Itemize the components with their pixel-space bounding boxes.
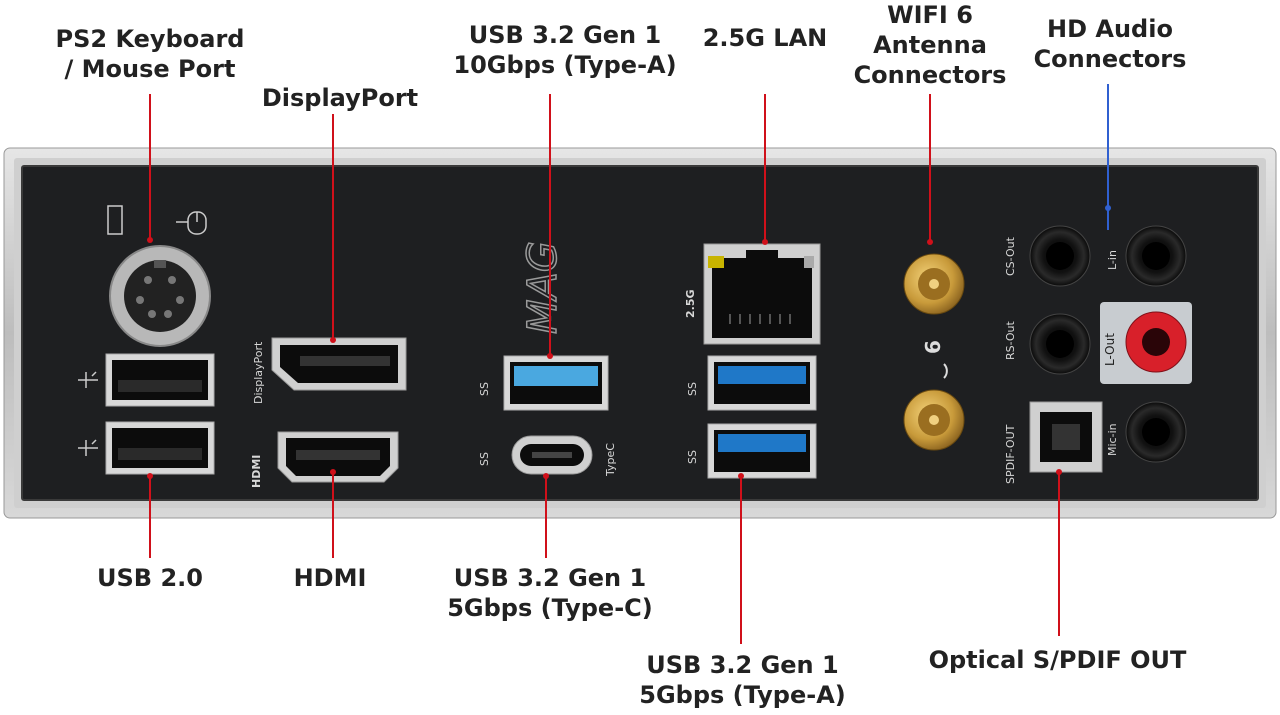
label-audio: HD Audio Connectors [1020, 14, 1200, 74]
cs-out-text: CS-Out [1004, 236, 1017, 276]
lan-speed-text: 2.5G [684, 289, 697, 318]
optical-spdif-port [1029, 401, 1103, 473]
leader-audio [1107, 84, 1109, 230]
label-wifi-line2: Antenna [873, 31, 987, 59]
label-displayport: DisplayPort [261, 84, 419, 112]
audio-jack-mic-in [1125, 401, 1187, 463]
ps2-port [107, 205, 211, 347]
audio-jack-line-in [1125, 225, 1187, 287]
leader-lan [764, 94, 766, 242]
usb-typec-port [511, 435, 593, 475]
wifi6-icon: 6 [921, 340, 948, 379]
audio-jack-line-out [1125, 311, 1187, 373]
hdmi-port [277, 431, 399, 483]
brand-logo: MAG [520, 241, 566, 334]
label-usba5-line2: 5Gbps (Type-A) [639, 681, 846, 709]
l-in-text: L-in [1106, 250, 1119, 270]
ss-logo-c: SS [686, 382, 699, 396]
leader-dot-usbc [543, 473, 549, 479]
ss-logo-b: SS [478, 452, 491, 466]
label-usb20: USB 2.0 [97, 564, 203, 592]
leader-dot-spdif [1056, 469, 1062, 475]
ss-logo-d: SS [686, 450, 699, 464]
leader-wifi [929, 94, 931, 242]
leader-usbc [545, 476, 547, 558]
usb2-port-bottom [105, 421, 215, 475]
wifi-antenna-top [903, 253, 965, 315]
leader-usb32-10g [549, 94, 551, 356]
leader-usba5 [740, 476, 742, 644]
typec-text: TypeC [604, 443, 617, 477]
label-wifi: WIFI 6 Antenna Connectors [840, 0, 1020, 90]
usb32-10g-port [503, 355, 609, 411]
mic-in-text: Mic-in [1106, 423, 1119, 456]
mouse-icon [176, 211, 207, 235]
label-audio-line2: Connectors [1033, 45, 1187, 73]
spdif-out-text: SPDIF-OUT [1004, 424, 1017, 484]
label-lan: 2.5G LAN [702, 24, 828, 52]
leader-dot-usb20 [147, 473, 153, 479]
label-usbc-line2: 5Gbps (Type-C) [447, 594, 653, 622]
wifi-antenna-bottom [903, 389, 965, 451]
usb32-5g-port-bottom [707, 423, 817, 479]
leader-displayport [332, 114, 334, 340]
label-usb32-10g: USB 3.2 Gen 1 10Gbps (Type-A) [440, 20, 690, 80]
rs-out-text: RS-Out [1004, 320, 1017, 360]
label-ps2-line1: PS2 Keyboard [55, 25, 245, 53]
leader-dot-usba5 [738, 473, 744, 479]
leader-usb20 [149, 476, 151, 558]
leader-spdif [1058, 472, 1060, 636]
displayport-port [271, 337, 407, 391]
label-usb32-10g-line2: 10Gbps (Type-A) [453, 51, 677, 79]
label-usba5-line1: USB 3.2 Gen 1 [646, 651, 839, 679]
leader-dot-displayport [330, 337, 336, 343]
label-wifi-line1: WIFI 6 [887, 1, 973, 29]
label-usbc: USB 3.2 Gen 1 5Gbps (Type-C) [430, 563, 670, 623]
audio-jack-rs-out [1029, 313, 1091, 375]
label-usb32-10g-line1: USB 3.2 Gen 1 [468, 21, 662, 49]
usb2-port-top [105, 353, 215, 407]
label-spdif: Optical S/PDIF OUT [928, 646, 1187, 674]
leader-dot-wifi [927, 239, 933, 245]
leader-ps2 [149, 94, 151, 240]
l-out-text: L-Out [1103, 333, 1117, 366]
label-ps2: PS2 Keyboard / Mouse Port [40, 24, 260, 84]
label-hdmi: HDMI [293, 564, 367, 592]
hdmi-logo-text: HDMI [250, 455, 263, 488]
label-ps2-line2: / Mouse Port [64, 55, 236, 83]
audio-jack-cs-out [1029, 225, 1091, 287]
displayport-vertical-text: DisplayPort [252, 341, 265, 404]
leader-dot-ps2 [147, 237, 153, 243]
label-usba5: USB 3.2 Gen 1 5Gbps (Type-A) [620, 650, 865, 710]
leader-dot-lan [762, 239, 768, 245]
ss-logo-a: SS [478, 382, 491, 396]
lan-port [703, 243, 821, 345]
label-audio-line1: HD Audio [1047, 15, 1173, 43]
usb-trident-icon [78, 371, 98, 456]
leader-dot-hdmi [330, 469, 336, 475]
leader-hdmi [332, 472, 334, 558]
leader-dot-usb32-10g [547, 353, 553, 359]
usb32-5g-port-top [707, 355, 817, 411]
leader-dot-audio [1105, 205, 1111, 211]
label-wifi-line3: Connectors [853, 61, 1007, 89]
wifi6-badge-text: 6 [921, 340, 945, 354]
label-usbc-line1: USB 3.2 Gen 1 [453, 564, 647, 592]
